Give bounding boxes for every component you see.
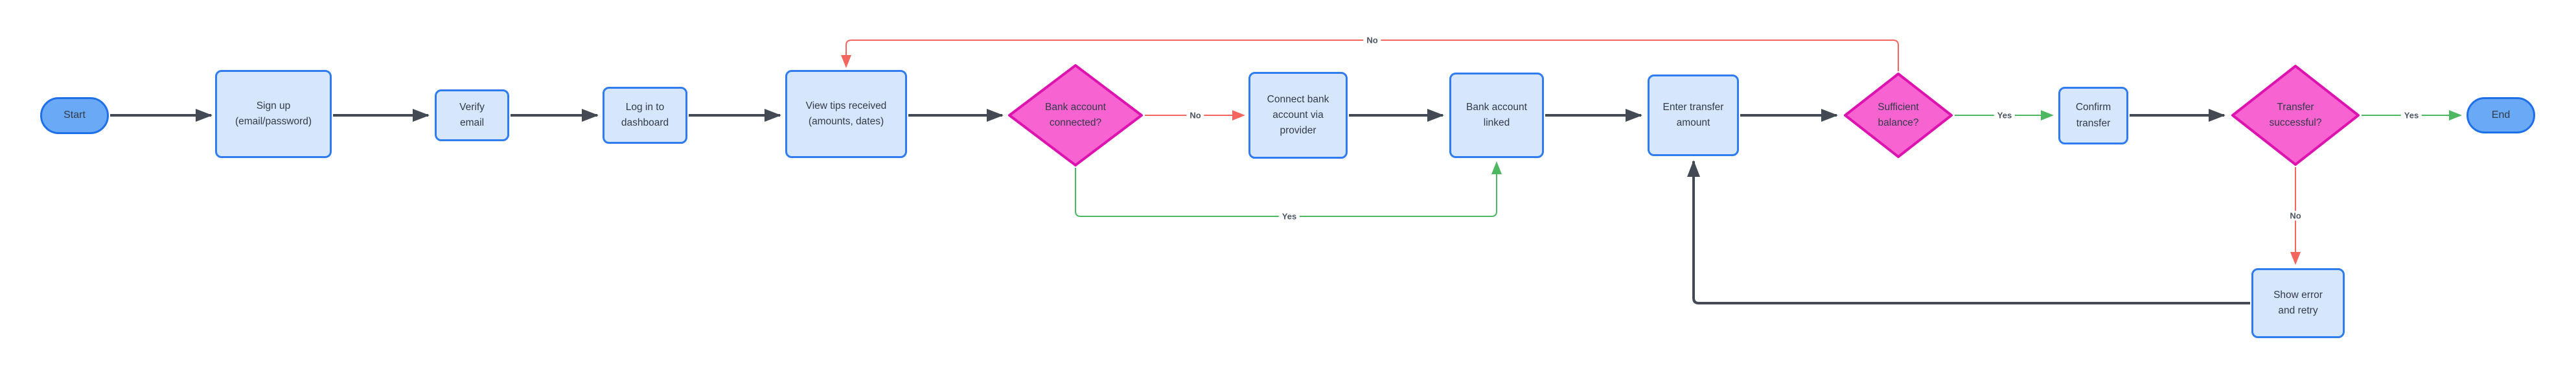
node-end[interactable]: End bbox=[2467, 97, 2535, 133]
node-bank-linked[interactable]: Bank account linked bbox=[1449, 73, 1544, 158]
node-verify-email[interactable]: Verify email bbox=[435, 89, 509, 141]
decision-label: Sufficient balance? bbox=[1878, 101, 1919, 128]
node-view-tips[interactable]: View tips received (amounts, dates) bbox=[785, 70, 907, 158]
node-start[interactable]: Start bbox=[40, 97, 109, 134]
node-transfer-successful[interactable]: Transfer successful? bbox=[2231, 64, 2360, 166]
decision-label: Bank account connected? bbox=[1045, 101, 1106, 128]
node-bank-connected[interactable]: Bank account connected? bbox=[1007, 63, 1144, 167]
diamond-shape bbox=[1008, 64, 1143, 166]
node-show-error[interactable]: Show error and retry bbox=[2251, 268, 2345, 338]
edge-label-bankconnected-yes: Yes bbox=[1278, 211, 1300, 222]
node-confirm-transfer[interactable]: Confirm transfer bbox=[2058, 87, 2128, 144]
edge-label-sufficientbalance-no: No bbox=[1363, 35, 1381, 45]
edge-bankconnected-yes-to-banklinked bbox=[1075, 161, 1502, 217]
node-enter-amount[interactable]: Enter transfer amount bbox=[1648, 74, 1739, 156]
decision-label: Transfer successful? bbox=[2269, 101, 2322, 128]
edge-label-bankconnected-no: No bbox=[1186, 110, 1204, 120]
edge-label-sufficientbalance-yes: Yes bbox=[1994, 110, 2016, 120]
diamond-shape bbox=[2231, 65, 2360, 166]
node-log-in[interactable]: Log in to dashboard bbox=[603, 87, 687, 144]
edge-label-transfersuccessful-yes: Yes bbox=[2400, 110, 2422, 120]
edge-label-transfersuccessful-no: No bbox=[2286, 211, 2305, 221]
node-sign-up[interactable]: Sign up (email/password) bbox=[215, 70, 332, 158]
diamond-shape bbox=[1844, 73, 1953, 158]
edge-showerror-to-enteramount bbox=[1687, 160, 2250, 304]
node-sufficient-balance[interactable]: Sufficient balance? bbox=[1843, 72, 1953, 159]
node-connect-bank[interactable]: Connect bank account via provider bbox=[1248, 72, 1348, 159]
